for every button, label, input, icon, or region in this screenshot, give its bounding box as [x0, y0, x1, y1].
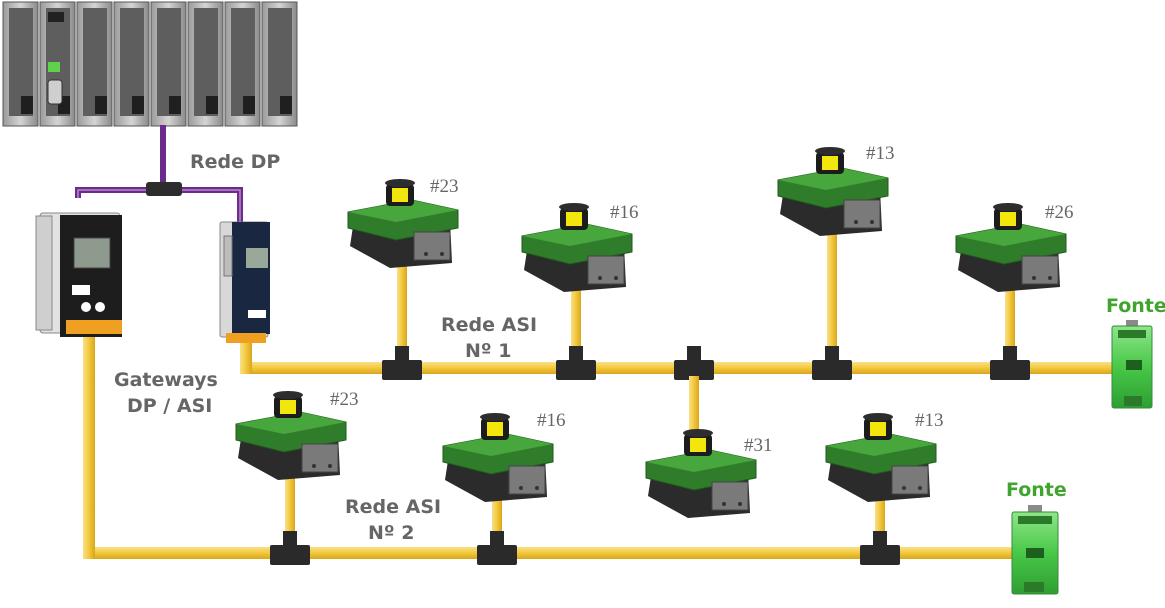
- rede-dp-label: Rede DP: [190, 151, 281, 173]
- device-address-label: #16: [537, 410, 566, 431]
- network-1-devices: [347, 147, 1067, 440]
- device-address-label: #13: [866, 143, 895, 164]
- plc-module: [224, 1, 261, 127]
- asi-field-device: [347, 179, 459, 268]
- asi-field-device: [825, 413, 937, 502]
- asi-t-connector: [270, 531, 310, 565]
- asi-field-device: [235, 391, 347, 480]
- device-address-label: #13: [915, 410, 944, 431]
- asi-drop-cable: [571, 288, 581, 364]
- fonte-label-2: Fonte: [1006, 479, 1067, 501]
- asi-t-connector: [860, 531, 900, 565]
- asi-drop-cable: [397, 264, 407, 364]
- plc-module: [187, 1, 224, 127]
- fonte-label-1: Fonte: [1106, 295, 1165, 317]
- asi-t-connector: [556, 346, 596, 380]
- asi-field-device: [955, 203, 1067, 292]
- gateways-label-line2: DP / ASI: [127, 395, 213, 417]
- rede-asi-2-label-line1: Rede ASI: [345, 496, 442, 518]
- device-address-label: #31: [744, 435, 773, 456]
- asi-field-device: [521, 203, 633, 292]
- plc-module: [261, 1, 298, 127]
- asi-t-connector: [812, 346, 852, 380]
- device-address-label: #26: [1045, 202, 1074, 223]
- asi-field-device: [777, 147, 889, 236]
- power-supply-1: [1111, 320, 1153, 409]
- asi-drop-cable: [1005, 288, 1015, 364]
- plc-module: [150, 1, 187, 127]
- device-address-label: #16: [610, 202, 639, 223]
- rede-asi-1-label-line1: Rede ASI: [441, 314, 538, 336]
- asi-t-connector: [990, 346, 1030, 380]
- asi-drop-cable: [285, 476, 295, 549]
- rede-asi-1-label-line2: Nº 1: [465, 340, 512, 362]
- gateways-label-line1: Gateways: [114, 369, 218, 391]
- asi-t-connector: [382, 346, 422, 380]
- asi-drop-cable: [827, 232, 837, 364]
- plc-module: [76, 1, 113, 127]
- plc-rack: [2, 1, 298, 127]
- asi-drop-cable: [875, 498, 885, 549]
- plc-module: [113, 1, 150, 127]
- rede-asi-2-label-line2: Nº 2: [368, 522, 415, 544]
- asi-field-device: [442, 413, 554, 502]
- plc-module: [2, 1, 39, 127]
- device-address-label: #23: [430, 176, 459, 197]
- plc-module: [39, 1, 76, 127]
- asi-field-device: [645, 429, 757, 518]
- asi-cable-network-2: [83, 335, 1013, 559]
- network-2-devices: [235, 391, 937, 565]
- asi-t-connector: [674, 346, 714, 380]
- asi-t-connector: [477, 531, 517, 565]
- dp-cable: [75, 125, 243, 228]
- device-address-label: #23: [330, 389, 359, 410]
- asi-drop-cable: [689, 376, 699, 440]
- gateway-1: [35, 212, 122, 337]
- asi-drop-cable: [492, 498, 502, 549]
- gateway-2: [219, 221, 270, 343]
- power-supply-2: [1011, 505, 1059, 595]
